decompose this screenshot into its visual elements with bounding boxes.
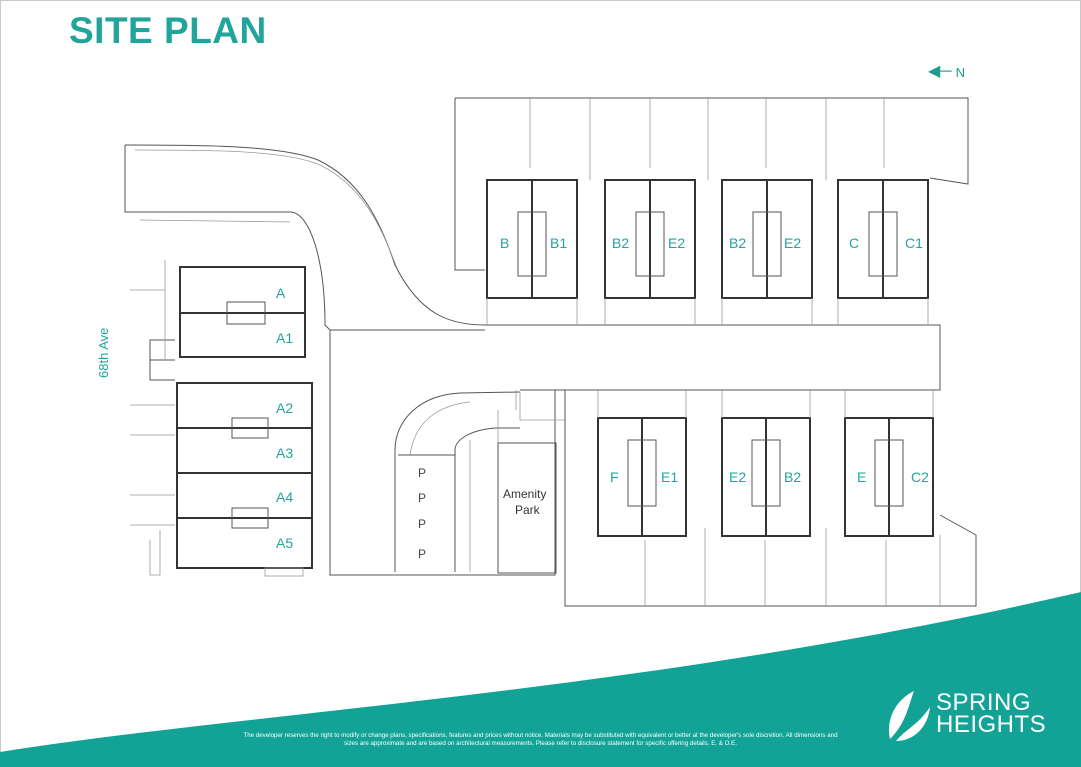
unit-a-label: A — [276, 285, 286, 301]
amenity-label-line2: Park — [515, 503, 541, 517]
parking-label-1: P — [418, 466, 426, 480]
disclaimer-text: The developer reserves the right to modi… — [243, 732, 838, 747]
unit-b2-label-2: B2 — [729, 235, 746, 251]
north-indicator: ◀─ N — [928, 64, 965, 80]
building-top-1 — [486, 179, 929, 299]
amenity-park — [497, 442, 557, 574]
main-road — [485, 324, 941, 391]
unit-e1-label: E1 — [661, 469, 678, 485]
unit-e2-label-2: E2 — [784, 235, 801, 251]
building-bottom — [597, 417, 934, 537]
site-boundary-bottom — [564, 390, 977, 607]
unit-a2-label: A2 — [276, 400, 293, 416]
north-label: N — [955, 64, 966, 80]
unit-f-label: F — [610, 469, 619, 485]
leaf-icon — [889, 691, 930, 741]
lot-dividers-bottom — [644, 528, 941, 606]
unit-c-label: C — [849, 235, 859, 251]
parking-label-4: P — [418, 547, 426, 561]
logo-line2: HEIGHTS — [936, 711, 1047, 738]
unit-b1-label: B1 — [550, 235, 567, 251]
lot-dividers-top — [529, 98, 885, 180]
unit-b2-label-3: B2 — [784, 469, 801, 485]
amenity-label-line1: Amenity — [503, 487, 546, 501]
unit-e2-label-3: E2 — [729, 469, 746, 485]
site-boundary-top — [455, 97, 969, 185]
unit-e-label: E — [857, 469, 866, 485]
stairs-top — [517, 211, 898, 277]
unit-a1-label: A1 — [276, 330, 293, 346]
logo-text: SPRING HEIGHTS — [936, 689, 1047, 738]
unit-a3-label: A3 — [276, 445, 293, 461]
parking-label-2: P — [418, 491, 426, 505]
unit-a4-label: A4 — [276, 489, 293, 505]
unit-b-label: B — [500, 235, 509, 251]
spring-heights-logo: SPRING HEIGHTS — [884, 685, 1046, 743]
page-title: SITE PLAN — [69, 10, 267, 51]
unit-c1-label: C1 — [905, 235, 923, 251]
unit-c2-label: C2 — [911, 469, 929, 485]
unit-b2-label-1: B2 — [612, 235, 629, 251]
unit-a5-label: A5 — [276, 535, 293, 551]
parking-curve — [394, 391, 521, 572]
stairs-a — [226, 301, 269, 529]
parking-label-3: P — [418, 517, 426, 531]
building-a — [176, 266, 313, 569]
logo-line1: SPRING — [936, 689, 1032, 716]
street-label: 68th Ave — [96, 328, 111, 378]
arrow-left-icon: ◀─ — [928, 63, 952, 80]
driveway-curve — [124, 145, 485, 331]
unit-e2-label-1: E2 — [668, 235, 685, 251]
stairs-bottom — [627, 439, 904, 507]
